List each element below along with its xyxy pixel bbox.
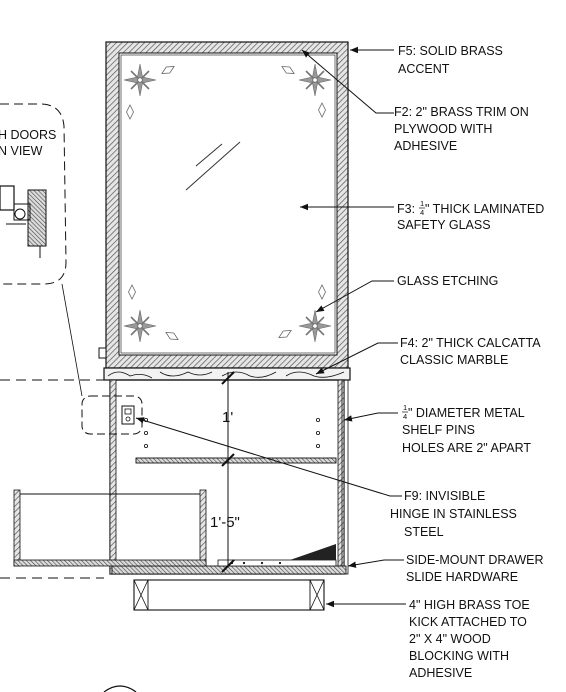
svg-text:SHELF PINS: SHELF PINS bbox=[402, 423, 475, 437]
drawer-slide bbox=[217, 544, 337, 567]
svg-text:SAFETY GLASS: SAFETY GLASS bbox=[397, 218, 491, 232]
svg-text:ADHESIVE: ADHESIVE bbox=[394, 139, 457, 153]
svg-text:" THICK LAMINATED: " THICK LAMINATED bbox=[425, 202, 544, 216]
note-f2: F2: 2" BRASS TRIM ON PLYWOOD WITH ADHESI… bbox=[394, 105, 529, 153]
note-glass-etching: GLASS ETCHING bbox=[397, 274, 498, 288]
svg-text:F5: SOLID BRASS: F5: SOLID BRASS bbox=[398, 44, 503, 58]
shelf-pin-holes-left bbox=[143, 417, 148, 448]
note-f3: F3: 1 4 " THICK LAMINATED SAFETY GLASS bbox=[397, 199, 544, 232]
svg-text:F3:: F3: bbox=[397, 202, 415, 216]
cabinet-body bbox=[81, 379, 349, 575]
svg-text:4: 4 bbox=[403, 412, 407, 421]
callout-title-line1: H DOORS bbox=[0, 128, 56, 142]
svg-text:SIDE-MOUNT DRAWER: SIDE-MOUNT DRAWER bbox=[406, 553, 544, 567]
svg-text:STEEL: STEEL bbox=[404, 525, 444, 539]
svg-text:4: 4 bbox=[420, 208, 424, 217]
svg-text:1: 1 bbox=[403, 403, 407, 412]
svg-text:SLIDE HARDWARE: SLIDE HARDWARE bbox=[406, 570, 518, 584]
svg-text:F4: 2" THICK CALCATTA: F4: 2" THICK CALCATTA bbox=[400, 336, 541, 350]
callout-title-line2: N VIEW bbox=[0, 144, 43, 158]
dimension-lower: 1'-5" bbox=[210, 514, 240, 531]
note-shelf-pins: 1 4 " DIAMETER METAL SHELF PINS HOLES AR… bbox=[402, 403, 531, 455]
svg-text:ACCENT: ACCENT bbox=[398, 62, 450, 76]
svg-text:F9: INVISIBLE: F9: INVISIBLE bbox=[404, 489, 485, 503]
dimension-upper: 1' bbox=[222, 409, 233, 426]
hinge bbox=[81, 395, 143, 435]
svg-text:4" HIGH BRASS TOE: 4" HIGH BRASS TOE bbox=[409, 598, 530, 612]
glass-door-panel bbox=[98, 41, 349, 369]
svg-text:2" X 4" WOOD: 2" X 4" WOOD bbox=[409, 632, 491, 646]
svg-text:HINGE IN STAINLESS: HINGE IN STAINLESS bbox=[390, 507, 517, 521]
open-drawer bbox=[0, 379, 207, 579]
svg-text:CLASSIC MARBLE: CLASSIC MARBLE bbox=[400, 353, 508, 367]
note-f9: F9: INVISIBLE HINGE IN STAINLESS STEEL bbox=[390, 489, 517, 539]
svg-text:F2: 2" BRASS TRIM ON: F2: 2" BRASS TRIM ON bbox=[394, 105, 529, 119]
note-f5: F5: SOLID BRASS ACCENT bbox=[398, 44, 503, 76]
note-toe-kick: 4" HIGH BRASS TOE KICK ATTACHED TO 2" X … bbox=[409, 598, 530, 680]
svg-text:" DIAMETER METAL: " DIAMETER METAL bbox=[408, 406, 525, 420]
svg-text:HOLES ARE 2" APART: HOLES ARE 2" APART bbox=[402, 441, 531, 455]
leader-lines bbox=[135, 46, 406, 608]
svg-text:BLOCKING WITH: BLOCKING WITH bbox=[409, 649, 509, 663]
detail-callout: H DOORS N VIEW bbox=[0, 103, 83, 397]
svg-text:KICK ATTACHED TO: KICK ATTACHED TO bbox=[409, 615, 527, 629]
dimension-line: 1' 1'-5" bbox=[210, 371, 240, 573]
note-drawer-slide: SIDE-MOUNT DRAWER SLIDE HARDWARE bbox=[406, 553, 544, 584]
note-f4: F4: 2" THICK CALCATTA CLASSIC MARBLE bbox=[400, 336, 541, 367]
toe-kick bbox=[133, 579, 325, 611]
svg-text:1: 1 bbox=[420, 199, 424, 208]
svg-text:ADHESIVE: ADHESIVE bbox=[409, 666, 472, 680]
section-marker-partial bbox=[103, 685, 137, 692]
svg-text:GLASS ETCHING: GLASS ETCHING bbox=[397, 274, 498, 288]
shelf-pin-holes-right bbox=[315, 417, 320, 448]
svg-text:PLYWOOD WITH: PLYWOOD WITH bbox=[394, 122, 492, 136]
